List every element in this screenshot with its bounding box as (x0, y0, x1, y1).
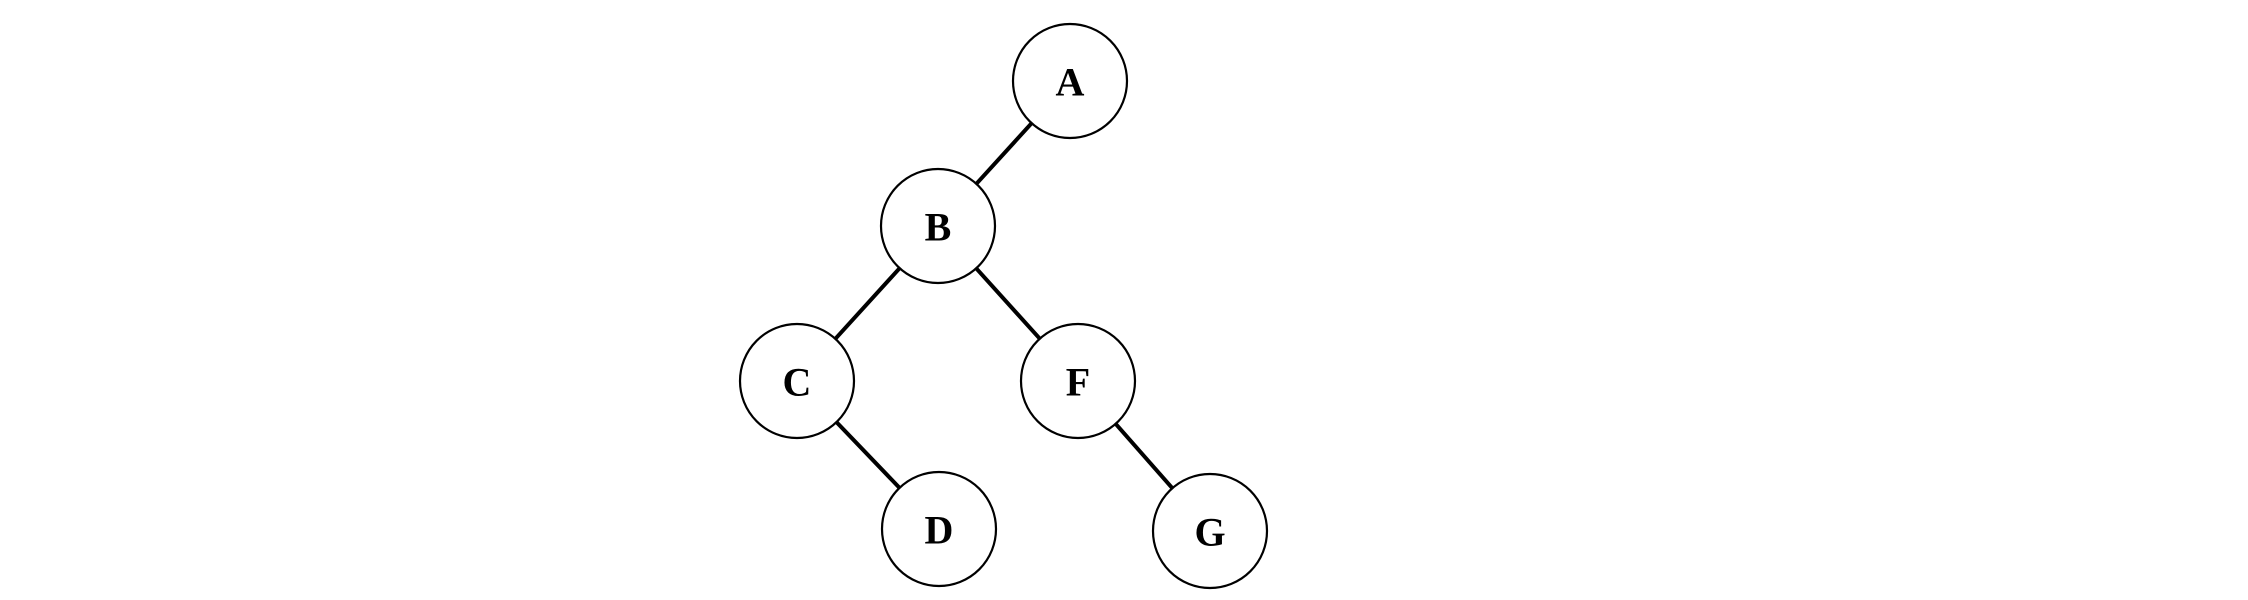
node-circle-f[interactable] (1019, 322, 1137, 440)
node-circle-c[interactable] (738, 322, 856, 440)
node-g[interactable]: G (1151, 472, 1269, 590)
node-b[interactable]: B (879, 167, 997, 285)
node-label-g: G (1194, 510, 1225, 555)
edges-group (833, 121, 1175, 491)
edge-b-c (833, 266, 902, 341)
node-label-f: F (1066, 360, 1090, 405)
node-d[interactable]: D (880, 470, 998, 588)
node-circle-g[interactable] (1151, 472, 1269, 590)
nodes-group: A B C F D G (738, 22, 1269, 590)
node-label-c: C (783, 360, 812, 405)
node-f[interactable]: F (1019, 322, 1137, 440)
edge-a-b (974, 121, 1034, 186)
node-c[interactable]: C (738, 322, 856, 440)
edge-b-f (974, 266, 1042, 341)
node-circle-b[interactable] (879, 167, 997, 285)
node-label-a: A (1056, 60, 1085, 105)
edge-c-d (834, 420, 902, 490)
node-label-d: D (925, 508, 954, 553)
node-label-b: B (925, 205, 952, 250)
node-circle-a[interactable] (1011, 22, 1129, 140)
edge-f-g (1113, 421, 1175, 491)
node-a[interactable]: A (1011, 22, 1129, 140)
node-circle-d[interactable] (880, 470, 998, 588)
